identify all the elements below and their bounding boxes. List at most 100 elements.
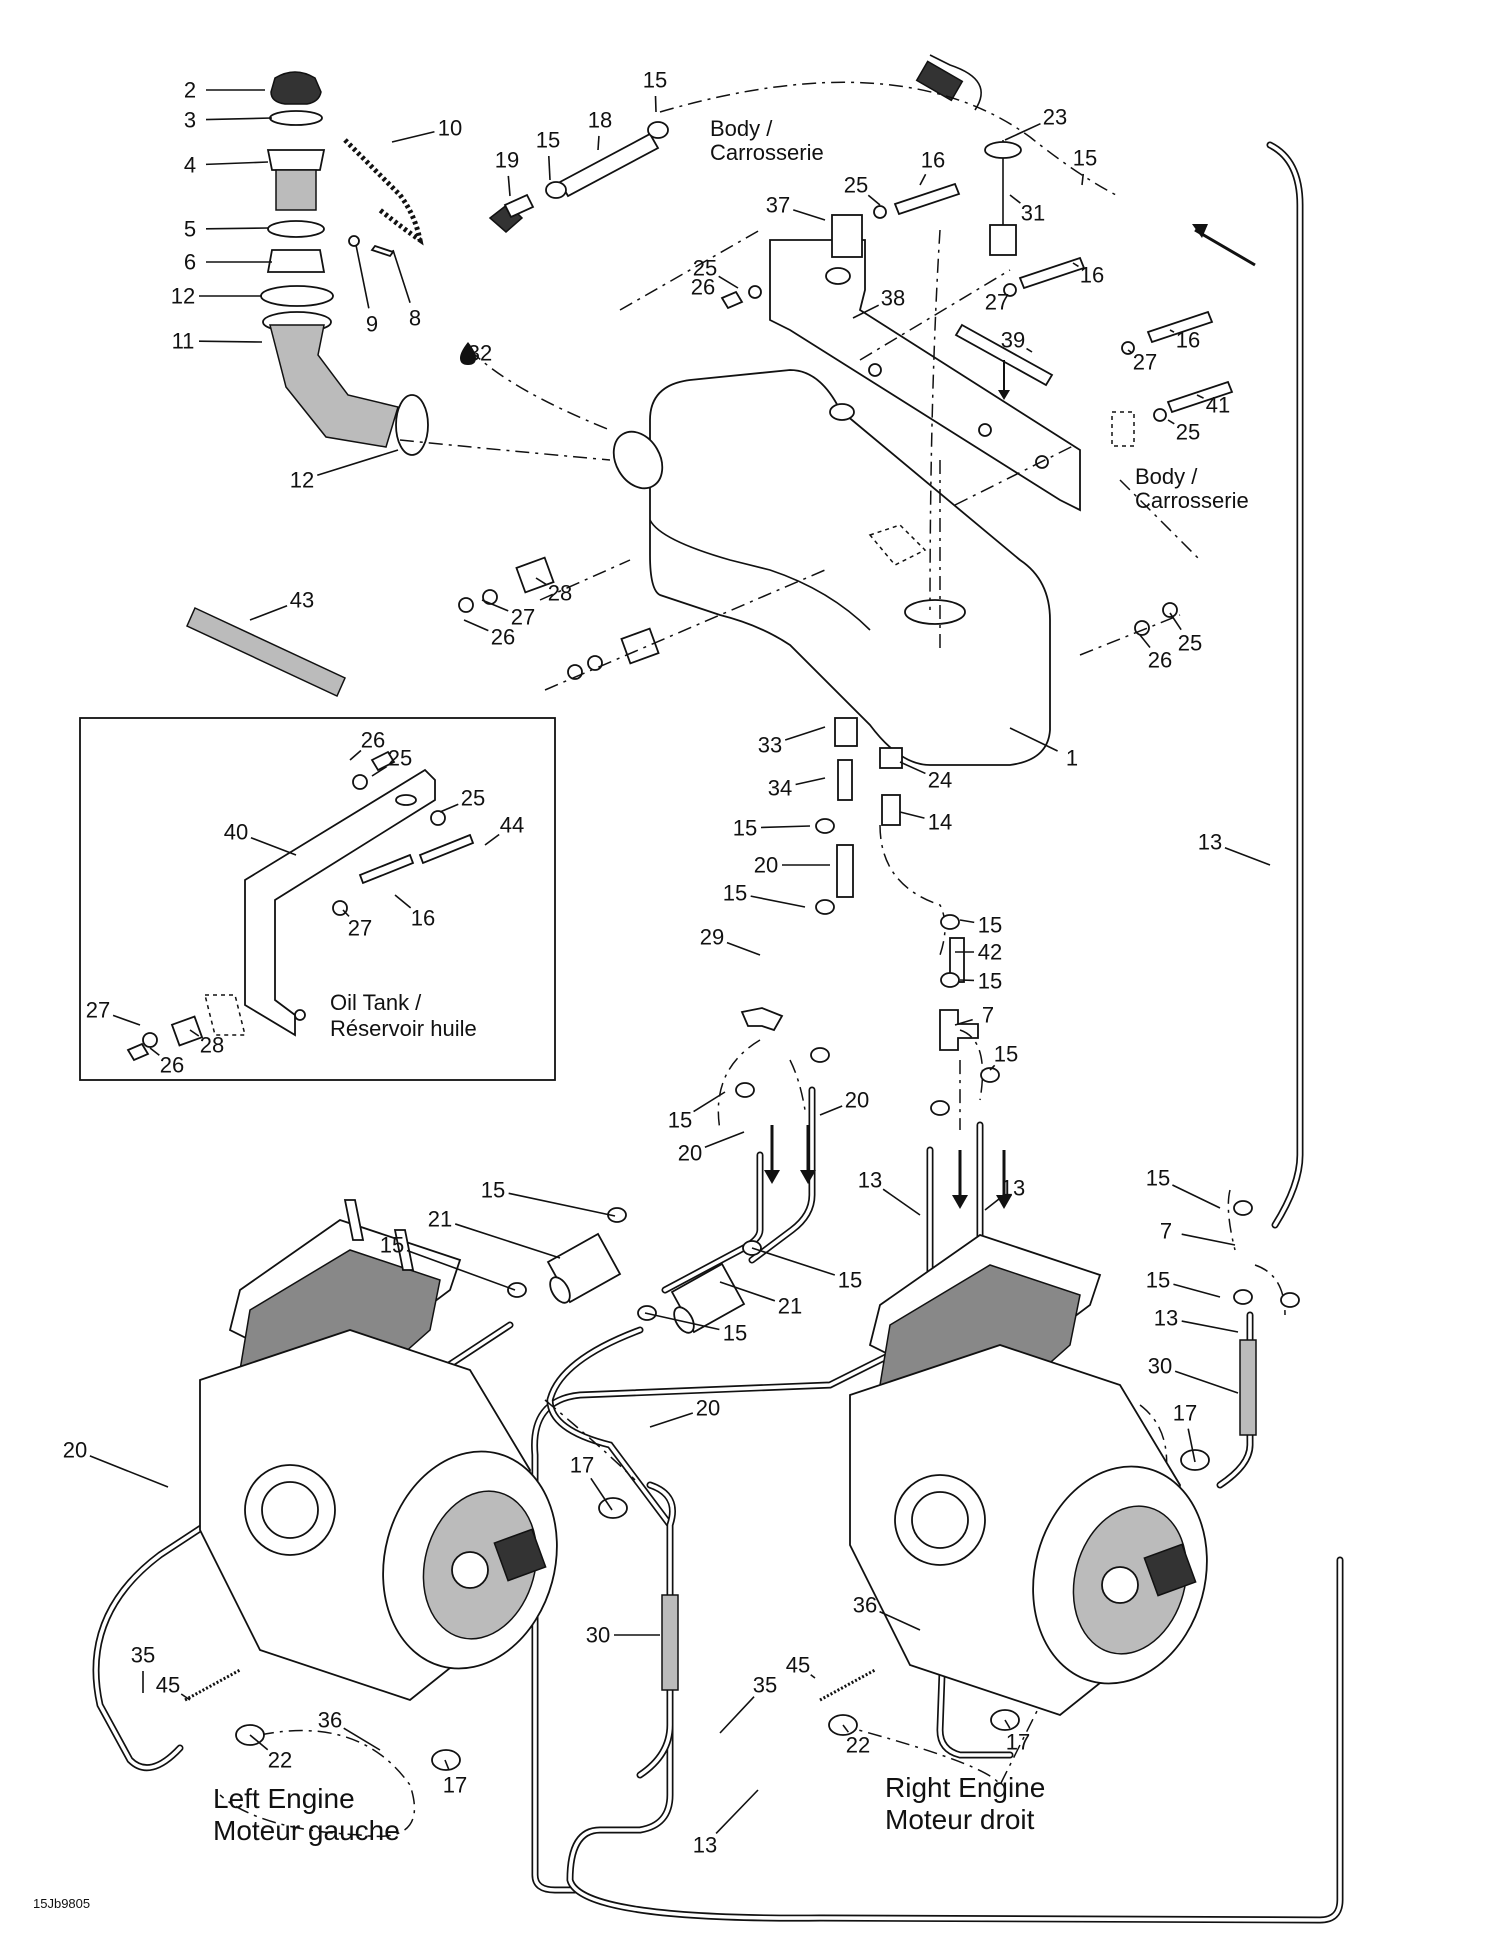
leader-c26b xyxy=(463,619,489,632)
leader-c13e xyxy=(715,1789,759,1835)
leader-c17a xyxy=(1187,1428,1196,1463)
leader-c25c xyxy=(1167,419,1175,425)
leader-c15l xyxy=(751,1247,836,1276)
callout-c26d: 26 xyxy=(160,1053,184,1078)
callout-c15c: 15 xyxy=(1073,146,1097,171)
callout-c26e: 26 xyxy=(361,728,385,753)
callout-c45a: 45 xyxy=(786,1653,810,1678)
leader-c15j xyxy=(508,1192,616,1217)
leader-c41 xyxy=(1196,394,1204,399)
callout-c14: 14 xyxy=(928,810,952,835)
right-engine-label-line2: Moteur droit xyxy=(885,1804,1035,1835)
leader-c25a xyxy=(867,194,881,206)
callout-c13c: 13 xyxy=(1001,1176,1025,1201)
callout-c41: 41 xyxy=(1206,393,1230,418)
leader-c9 xyxy=(355,244,370,309)
leader-c28b xyxy=(189,1029,200,1037)
leader-c17d xyxy=(444,1759,450,1771)
callout-c30a: 30 xyxy=(1148,1354,1172,1379)
leader-c25f xyxy=(439,803,459,813)
callout-c13b: 13 xyxy=(858,1168,882,1193)
callout-c43: 43 xyxy=(290,588,314,613)
callout-c21b: 21 xyxy=(778,1294,802,1319)
leader-c11 xyxy=(198,340,263,343)
leader-c44 xyxy=(484,833,500,846)
leader-c27b xyxy=(1127,349,1133,354)
flow-arrows xyxy=(764,224,1256,1209)
mounting-bracket-38 xyxy=(769,214,1081,512)
callout-c45b: 45 xyxy=(156,1673,180,1698)
callout-c20d: 20 xyxy=(696,1396,720,1421)
callout-c15g: 15 xyxy=(978,969,1002,994)
callout-c30b: 30 xyxy=(586,1623,610,1648)
callout-c15o: 15 xyxy=(1146,1268,1170,1293)
callout-c38: 38 xyxy=(881,286,905,311)
callout-c40: 40 xyxy=(224,820,248,845)
leader-c3 xyxy=(205,117,273,121)
body-label-top-line1: Body / xyxy=(710,116,773,141)
callout-c2: 2 xyxy=(184,78,196,103)
callout-c15a: 15 xyxy=(536,128,560,153)
callout-c16b: 16 xyxy=(1080,263,1104,288)
callout-c15f: 15 xyxy=(978,913,1002,938)
leader-c19 xyxy=(507,175,511,197)
oil-drop-icon xyxy=(460,342,476,365)
leader-c43 xyxy=(249,604,288,621)
callout-c12b: 12 xyxy=(290,468,314,493)
leader-c5 xyxy=(205,227,269,230)
callout-c20a: 20 xyxy=(754,853,778,878)
leader-c17c xyxy=(1004,1719,1011,1729)
tank-fittings xyxy=(740,717,979,1051)
vent-valve-assembly xyxy=(488,121,669,233)
leader-c24 xyxy=(899,761,926,775)
callout-c6: 6 xyxy=(184,250,196,275)
left-engine-label-line1: Left Engine xyxy=(213,1783,355,1814)
callout-c37: 37 xyxy=(766,193,790,218)
leader-c13c xyxy=(984,1197,1001,1211)
leader-c15n xyxy=(1172,1184,1221,1209)
leader-c33 xyxy=(784,726,826,741)
flow-lines xyxy=(219,81,1286,1838)
callout-c19: 19 xyxy=(495,148,519,173)
callout-c36a: 36 xyxy=(853,1593,877,1618)
leader-c13d xyxy=(1181,1320,1239,1333)
leader-c7a xyxy=(954,1018,973,1026)
callout-c25f: 25 xyxy=(461,786,485,811)
callout-c16a: 16 xyxy=(921,148,945,173)
leader-c20c xyxy=(819,1105,843,1116)
leader-c35a xyxy=(719,1696,755,1734)
callout-c11: 11 xyxy=(172,329,195,354)
callout-c16c: 16 xyxy=(1176,328,1200,353)
callout-c35b: 35 xyxy=(131,1643,155,1668)
callout-c5: 5 xyxy=(184,217,196,242)
leader-c37 xyxy=(792,209,826,221)
callout-c7b: 7 xyxy=(1160,1219,1172,1244)
leader-c16d xyxy=(394,894,412,909)
callout-c13a: 13 xyxy=(1198,830,1222,855)
callout-c22a: 22 xyxy=(846,1733,870,1758)
callout-c36b: 36 xyxy=(318,1708,342,1733)
callout-c8: 8 xyxy=(409,306,421,331)
leader-c15o xyxy=(1173,1283,1221,1298)
leader-c13a xyxy=(1224,846,1271,866)
leader-c20b xyxy=(704,1131,745,1148)
callout-c24: 24 xyxy=(928,768,952,793)
callout-c4: 4 xyxy=(184,153,196,178)
callout-c27a: 27 xyxy=(985,290,1009,315)
leader-c22b xyxy=(249,1734,269,1751)
callout-c15b: 15 xyxy=(643,68,667,93)
leader-c16a xyxy=(919,173,927,186)
callout-c27b: 27 xyxy=(1133,350,1157,375)
callout-c10: 10 xyxy=(438,116,462,141)
leader-c34 xyxy=(795,777,826,786)
leader-c28a xyxy=(535,577,547,586)
leader-c15m xyxy=(644,1312,720,1331)
oil-tank xyxy=(612,54,1051,766)
leader-c25d xyxy=(1169,612,1182,631)
callout-c15i: 15 xyxy=(668,1108,692,1133)
leader-c25b xyxy=(718,275,739,289)
leader-c36a xyxy=(879,1610,921,1631)
callout-c17b: 17 xyxy=(570,1453,594,1478)
callout-c31: 31 xyxy=(1021,201,1045,226)
